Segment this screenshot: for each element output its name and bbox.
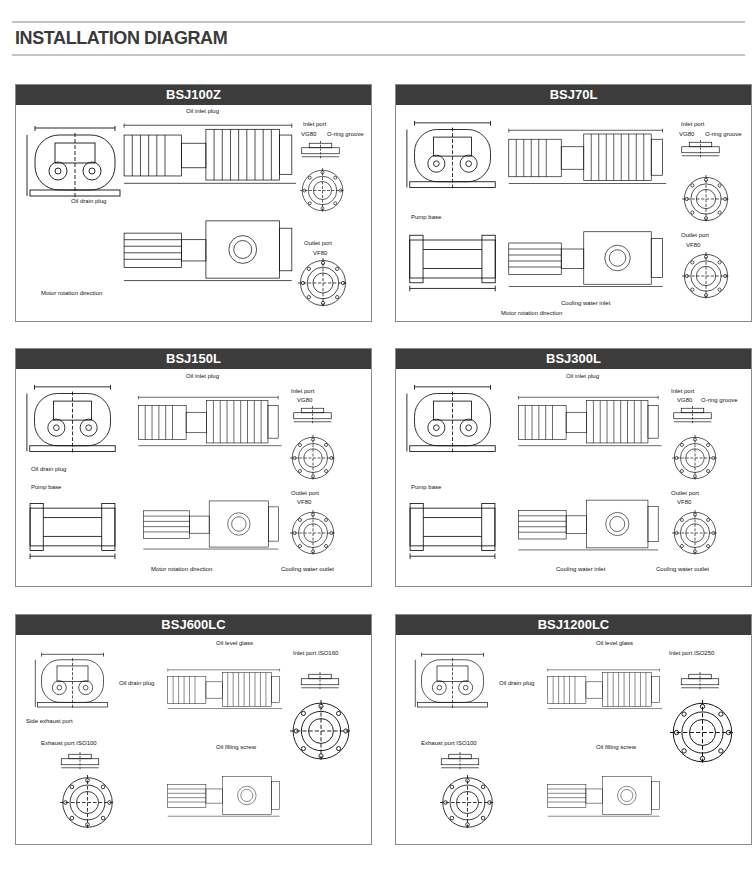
part-label: Inlet port [670, 388, 695, 395]
part-label: Oil level glass [595, 640, 634, 647]
part-label: Oil drain plug [498, 680, 535, 687]
part-label: O-ring groove [704, 131, 743, 138]
part-label: VG80 [296, 397, 313, 404]
model-panel: BSJ1200LC [395, 614, 752, 845]
part-label: Oil drain plug [118, 680, 155, 687]
model-panel: BSJ70L [395, 84, 752, 322]
panel-heading: BSJ1200LC [396, 615, 751, 635]
part-label: VG80 [300, 131, 317, 138]
part-label: O-ring groove [700, 397, 739, 404]
page-title: INSTALLATION DIAGRAM [15, 28, 227, 49]
panel-heading: BSJ300L [396, 349, 751, 369]
part-label: Cooling water inlet [555, 566, 606, 573]
panel-heading: BSJ70L [396, 85, 751, 105]
panel-heading: BSJ150L [16, 349, 371, 369]
part-label: Side exhaust port [25, 718, 74, 725]
part-label: Oil drain plug [70, 198, 107, 205]
part-label: Oil inlet plug [565, 373, 600, 380]
part-label: Cooling water outlet [280, 566, 335, 573]
part-label: VF80 [312, 250, 328, 257]
part-label: Outlet port [670, 490, 700, 497]
part-label: Cooling water inlet [560, 300, 611, 307]
panel-heading: BSJ600LC [16, 615, 371, 635]
part-label: Inlet port ISO250 [668, 650, 715, 657]
part-label: Inlet port [680, 121, 705, 128]
part-label: Oil inlet plug [185, 373, 220, 380]
part-label: Pump base [30, 484, 62, 491]
part-label: Exhaust port ISO100 [40, 740, 98, 747]
part-label: Oil level glass [215, 640, 254, 647]
part-label: Outlet port [303, 240, 333, 247]
part-label: Oil filling screw [595, 744, 637, 751]
part-label: Cooling water outlet [655, 566, 710, 573]
part-label: VF80 [676, 499, 692, 506]
part-label: Inlet port [302, 121, 327, 128]
part-label: Pump base [410, 484, 442, 491]
part-label: Exhaust port ISO100 [420, 740, 478, 747]
part-label: Motor rotation direction [40, 290, 103, 297]
part-label: VG80 [678, 131, 695, 138]
model-panel: BSJ100Z [15, 84, 372, 322]
part-label: Oil drain plug [30, 466, 67, 473]
part-label: Motor rotation direction [150, 566, 213, 573]
part-label: Oil inlet plug [185, 108, 220, 115]
part-label: Outlet port [290, 490, 320, 497]
part-label: Oil filling screw [215, 744, 257, 751]
part-label: O-ring groove [326, 131, 365, 138]
part-label: Inlet port [290, 388, 315, 395]
model-panel: BSJ300L [395, 348, 752, 587]
model-panel: BSJ600LC [15, 614, 372, 845]
panel-heading: BSJ100Z [16, 85, 371, 105]
part-label: Motor rotation direction [500, 310, 563, 317]
part-label: Inlet port ISO160 [292, 650, 339, 657]
part-label: VF80 [685, 242, 701, 249]
model-panel: BSJ150L [15, 348, 372, 587]
part-label: VF80 [296, 499, 312, 506]
part-label: Pump base [410, 214, 442, 221]
part-label: VG80 [676, 397, 693, 404]
part-label: Outlet port [680, 232, 710, 239]
